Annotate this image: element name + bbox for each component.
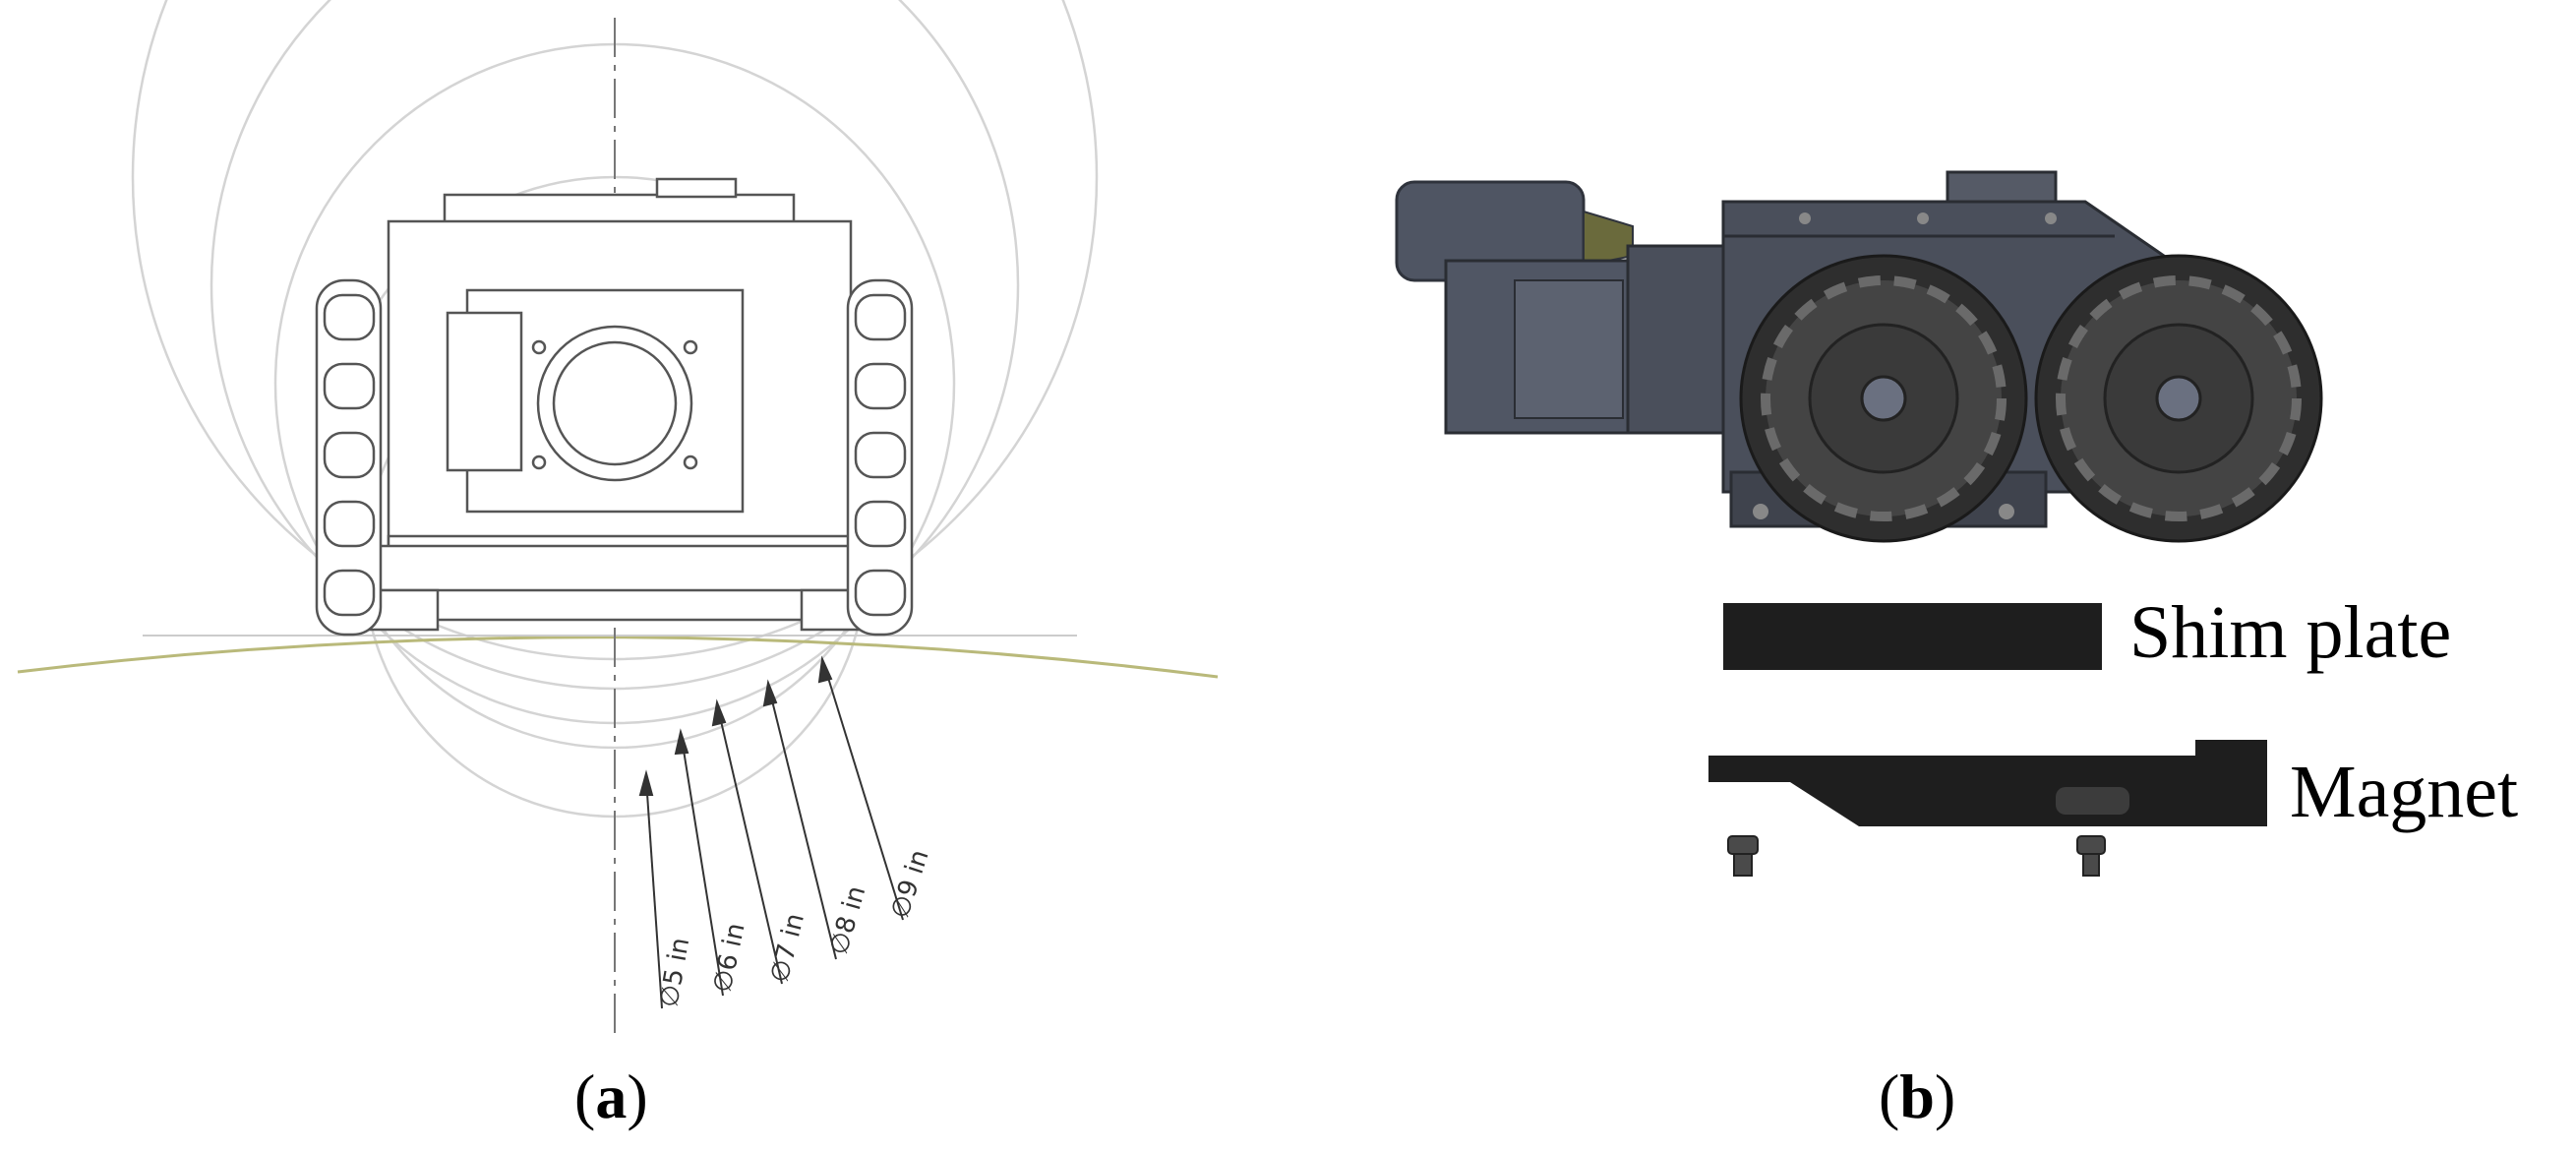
leader-6in [681,737,724,997]
right-wheel-roller-4 [854,500,907,548]
rear-omni-wheel [2034,254,2323,543]
panel-a-label: (a) [574,1061,648,1133]
arrowhead-7in [711,698,727,727]
diameter-label-6in: ∅6 in [708,921,751,996]
leader-8in [768,688,837,960]
shim-plate [1723,603,2102,670]
right-wheel-roller-1 [854,293,907,341]
left-wheel-roller-1 [323,293,376,341]
robot-top-tab [655,177,738,199]
magnet-screw-right [2076,835,2106,877]
chassis-bolt-3 [2045,212,2057,224]
right-wheel-roller-3 [854,431,907,479]
arrowhead-9in [817,655,833,684]
robot-motor-block [446,311,523,472]
magnet-screw-left [1727,835,1759,877]
diameter-leaders [638,655,904,1009]
arrowhead-6in [674,728,689,756]
left-wheel-roller-2 [323,362,376,410]
chassis-bolt-5 [1999,504,2014,519]
shim-plate-label: Shim plate [2129,591,2452,674]
magnet [1708,740,2267,826]
panel-a-drawing: ∅5 in ∅6 in ∅7 in ∅8 in ∅9 in [17,0,1219,1033]
robot-front-view [315,177,914,637]
panel-a-label-close: ) [627,1062,648,1131]
chassis-bolt-2 [1917,212,1929,224]
right-wheel-roller-5 [854,569,907,617]
magnet-label: Magnet [2290,751,2519,833]
left-wheel-roller-4 [323,500,376,548]
camera-lens-inner [552,340,678,466]
panel-b-label-letter: b [1899,1062,1935,1131]
front-omni-wheel [1739,254,2028,543]
leader-5in [645,778,663,1009]
robot-base-plate [347,544,892,592]
screw-bl [531,455,547,470]
motor-mount [1626,244,1728,435]
right-wheel-roller-2 [854,362,907,410]
panel-b-drawing [1395,170,2323,877]
screw-br [683,455,698,470]
leader-9in [823,664,904,921]
panel-b-label-open: ( [1879,1062,1900,1131]
leader-7in [717,707,783,985]
left-wheel-roller-5 [323,569,376,617]
left-wheel-roller-3 [323,431,376,479]
camera-accent [1583,210,1634,268]
arrowhead-8in [762,679,778,707]
screw-tl [531,339,547,355]
diameter-label-5in: ∅5 in [654,936,695,1009]
panel-b-label: (b) [1879,1061,1955,1133]
panel-a-label-letter: a [595,1062,628,1131]
diameter-label-7in: ∅7 in [765,910,810,985]
chassis-bolt-1 [1799,212,1811,224]
screw-tr [683,339,698,355]
diameter-label-8in: ∅8 in [824,882,871,958]
motor-face [1514,279,1624,419]
pipe-wall-curve [17,636,1219,679]
panel-b-label-close: ) [1934,1062,1956,1131]
chassis-bolt-4 [1753,504,1768,519]
chassis-top-tab [1946,170,2058,204]
arrowhead-5in [638,769,654,796]
panel-a-label-open: ( [574,1062,596,1131]
magnet-slot [2056,787,2129,815]
